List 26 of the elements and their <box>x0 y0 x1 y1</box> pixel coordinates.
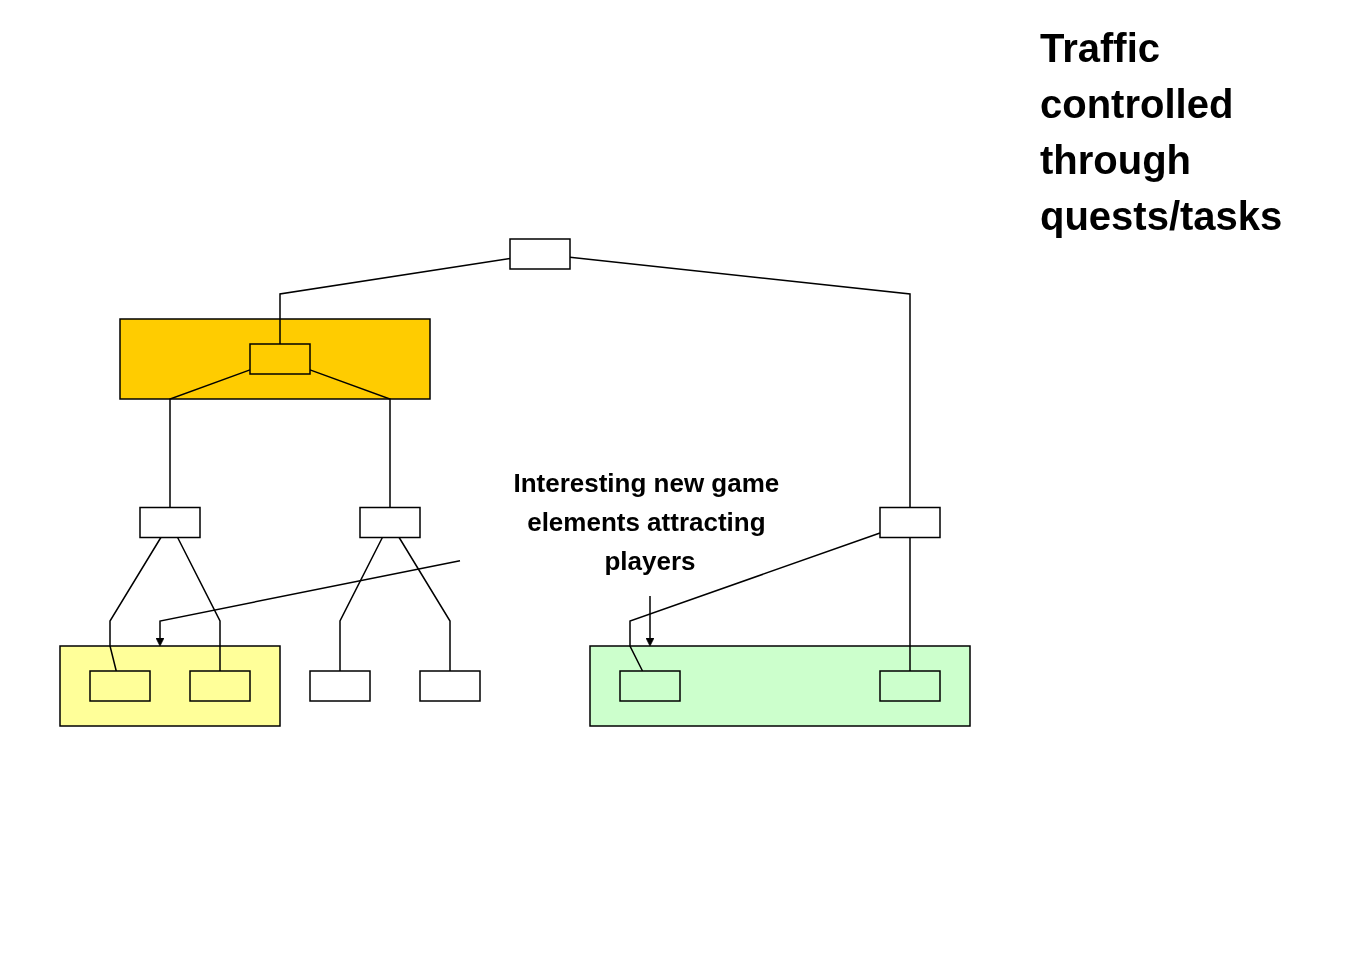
node-text: Interesting new game elements attracting players <box>513 467 780 576</box>
node-box <box>879 506 941 538</box>
connector <box>109 536 162 672</box>
connector <box>176 536 221 672</box>
node-box <box>249 342 311 375</box>
arrow <box>645 594 655 646</box>
arrow <box>155 559 461 646</box>
node-box <box>879 669 941 702</box>
annotation-text: Traffic controlled through quests/tasks <box>1040 25 1284 240</box>
node-box <box>309 669 371 702</box>
node-box <box>89 669 151 702</box>
node-box <box>419 669 481 702</box>
node-box <box>189 669 251 702</box>
connector <box>629 531 881 672</box>
node-box <box>359 506 421 538</box>
connector <box>339 536 384 672</box>
cluster <box>119 317 431 400</box>
cluster <box>59 644 281 727</box>
connector <box>279 257 511 345</box>
node-box <box>619 669 681 702</box>
connector <box>398 536 451 672</box>
cluster <box>589 644 971 727</box>
connector <box>169 368 251 508</box>
node-box <box>139 506 201 538</box>
node-box <box>509 237 571 270</box>
connector <box>909 536 911 672</box>
